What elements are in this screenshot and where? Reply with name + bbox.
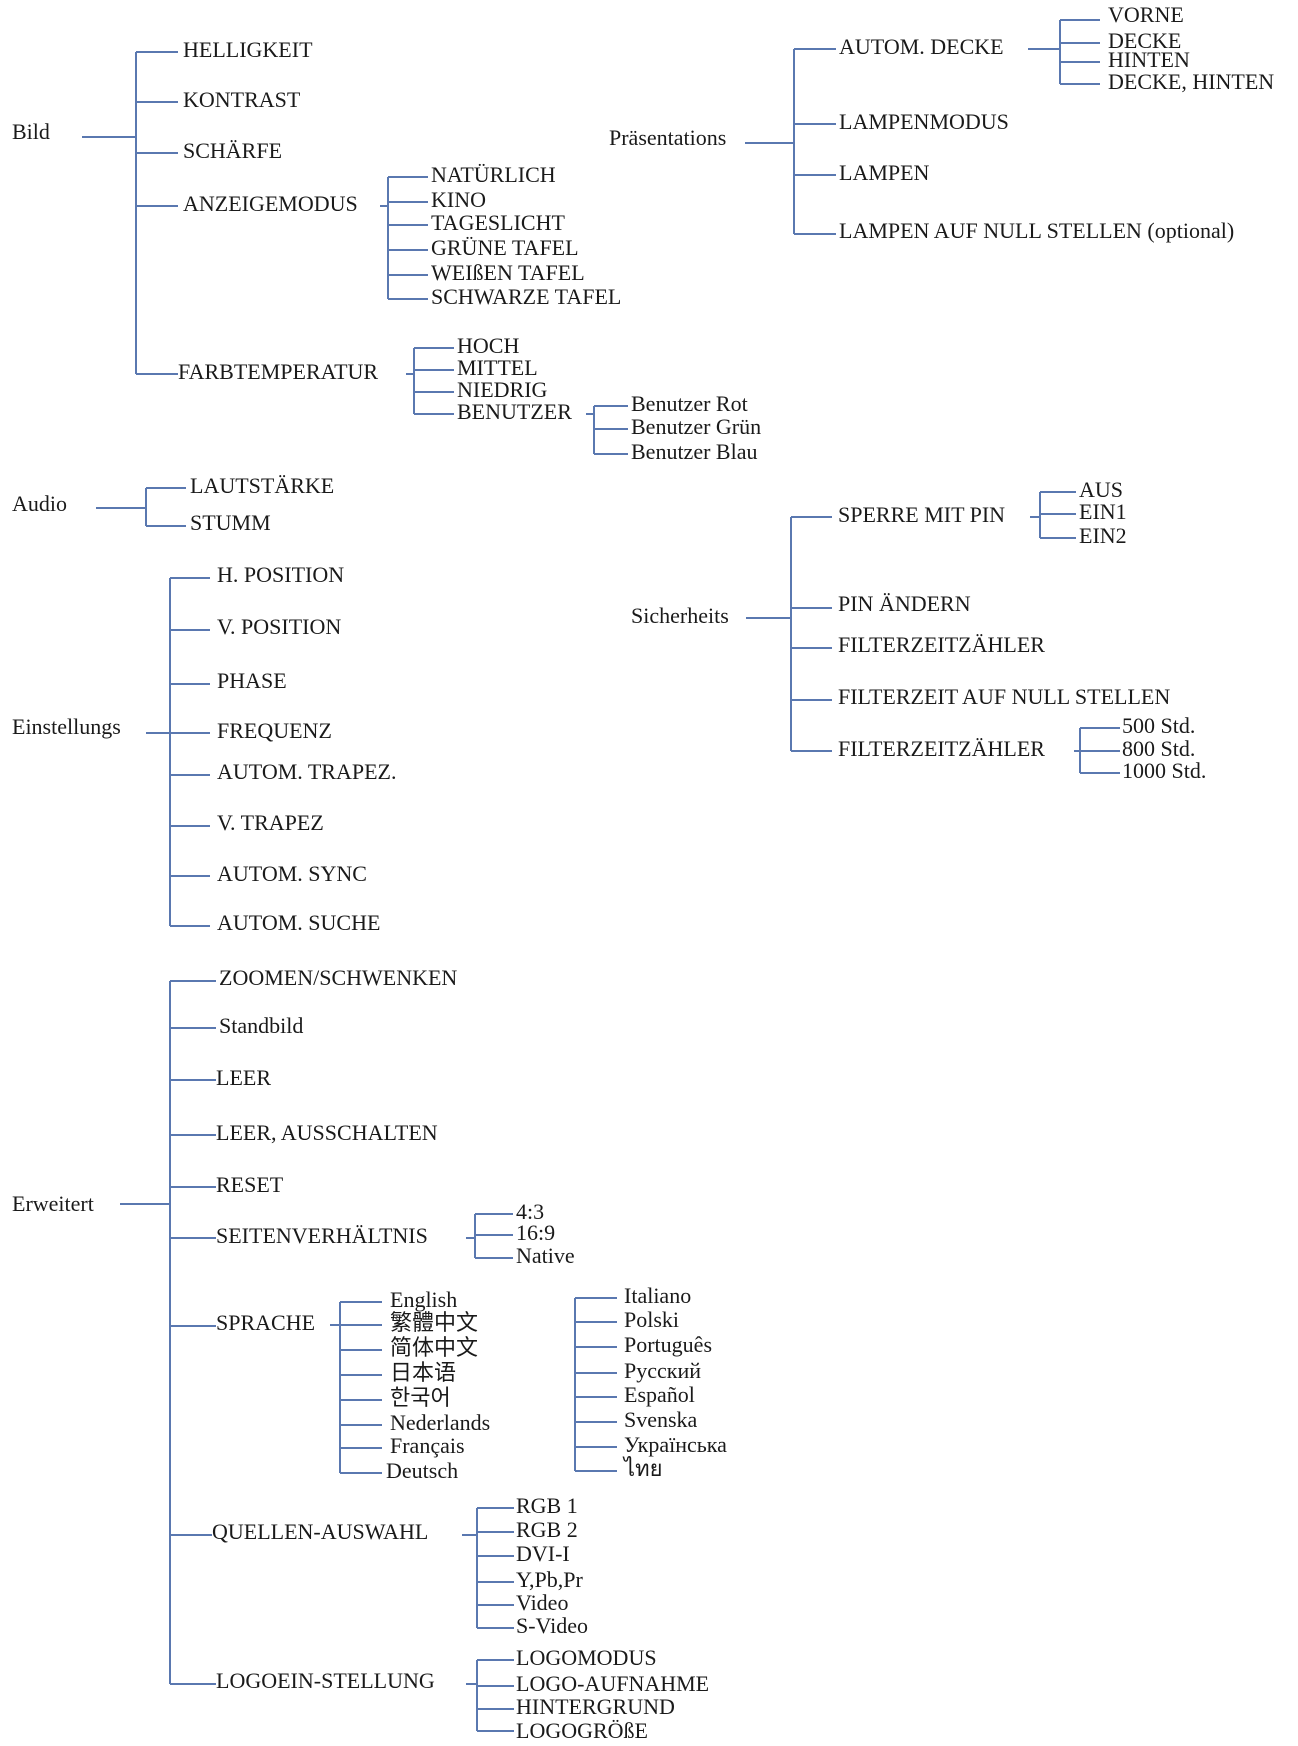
bild-helligkeit: HELLIGKEIT (183, 37, 313, 62)
anzeigemodus-option: TAGESLICHT (431, 210, 565, 235)
quellen-option: RGB 2 (516, 1517, 578, 1542)
sprache-option: Svenska (624, 1407, 698, 1432)
decke-option: DECKE, HINTEN (1108, 69, 1274, 94)
erweitert-standbild: Standbild (219, 1013, 303, 1038)
anzeigemodus-option: NATÜRLICH (431, 162, 556, 187)
praesentation-lampen: LAMPEN (839, 160, 930, 185)
sprache-option: Русский (624, 1358, 701, 1383)
sprache-option: Deutsch (386, 1458, 458, 1483)
erweitert-leer-aus: LEER, AUSSCHALTEN (216, 1120, 438, 1145)
bild-branch: Bild HELLIGKEIT KONTRAST SCHÄRFE ANZEIGE… (12, 37, 761, 464)
decke-option: HINTEN (1108, 47, 1190, 72)
sprache-option: 简体中文 (390, 1335, 478, 1360)
farbtemperatur-option: BENUTZER (457, 399, 572, 424)
sprache-option: 繁體中文 (390, 1310, 478, 1335)
anzeigemodus-option: SCHWARZE TAFEL (431, 284, 621, 309)
bild-kontrast: KONTRAST (183, 87, 301, 112)
logo-option: LOGO-AUFNAHME (516, 1671, 709, 1696)
einstellung-item: PHASE (217, 668, 287, 693)
logo-option: LOGOMODUS (516, 1645, 657, 1670)
seiten-option: 4:3 (516, 1199, 544, 1224)
sicherheit-sperre: SPERRE MIT PIN (838, 502, 1005, 527)
sprache-option: Polski (624, 1307, 679, 1332)
sicherheit-pin-aendern: PIN ÄNDERN (838, 591, 971, 616)
farbtemperatur-option: HOCH (457, 333, 519, 358)
filter-option: 500 Std. (1122, 713, 1195, 738)
farbtemperatur-option: NIEDRIG (457, 377, 548, 402)
sprache-option: Português (624, 1332, 712, 1357)
bild-farbtemperatur: FARBTEMPERATUR (178, 359, 378, 384)
sprache-option: Français (390, 1433, 465, 1458)
erweitert-quellen: QUELLEN-AUSWAHL (212, 1519, 428, 1544)
audio-branch: Audio LAUTSTÄRKE STUMM (12, 473, 334, 535)
praesentation-branch: Präsentations AUTOM. DECKE LAMPENMODUS L… (609, 2, 1274, 243)
audio-item: LAUTSTÄRKE (190, 473, 334, 498)
logo-option: LOGOGRÖßE (516, 1718, 648, 1743)
bild-anzeigemodus: ANZEIGEMODUS (183, 191, 358, 216)
sprache-option: Italiano (624, 1283, 691, 1308)
farbtemperatur-option: MITTEL (457, 355, 538, 380)
sicherheit-filterzeitzaehler-2: FILTERZEITZÄHLER (838, 736, 1045, 761)
sicherheit-filterzeitzaehler: FILTERZEITZÄHLER (838, 632, 1045, 657)
quellen-option: Y,Pb,Pr (516, 1567, 584, 1592)
bild-schaerfe: SCHÄRFE (183, 138, 282, 163)
einstellung-branch: Einstellungs H. POSITION V. POSITION PHA… (12, 562, 396, 935)
sicherheit-filterzeit-reset: FILTERZEIT AUF NULL STELLEN (838, 684, 1170, 709)
quellen-option: RGB 1 (516, 1493, 578, 1518)
erweitert-leer: LEER (216, 1065, 271, 1090)
sprache-option: Nederlands (390, 1410, 490, 1435)
einstellung-item: V. TRAPEZ (217, 810, 324, 835)
einstellung-item: AUTOM. SYNC (217, 861, 367, 886)
praesentation-lampen-reset: LAMPEN AUF NULL STELLEN (optional) (839, 218, 1234, 243)
praesentation-autom-decke: AUTOM. DECKE (839, 34, 1004, 59)
sprache-option: ไทย (622, 1456, 662, 1481)
praesentation-lampenmodus: LAMPENMODUS (839, 109, 1009, 134)
quellen-option: S-Video (516, 1613, 588, 1638)
erweitert-branch: Erweitert ZOOMEN/SCHWENKEN Standbild LEE… (12, 965, 727, 1743)
erweitert-reset: RESET (216, 1172, 284, 1197)
erweitert-label: Erweitert (12, 1191, 94, 1216)
quellen-option: DVI-I (516, 1541, 570, 1566)
bild-label: Bild (12, 119, 50, 144)
sprache-option: English (390, 1287, 457, 1312)
einstellung-item: V. POSITION (217, 614, 341, 639)
benutzer-option: Benutzer Rot (631, 391, 748, 416)
einstellung-item: FREQUENZ (217, 718, 332, 743)
sprache-option: 한국어 (390, 1385, 451, 1410)
benutzer-option: Benutzer Grün (631, 414, 761, 439)
seiten-option: Native (516, 1243, 575, 1268)
sperre-option: AUS (1079, 477, 1123, 502)
anzeigemodus-option: GRÜNE TAFEL (431, 235, 579, 260)
quellen-option: Video (516, 1590, 568, 1615)
sicherheit-branch: Sicherheits SPERRE MIT PIN PIN ÄNDERN FI… (631, 477, 1206, 783)
filter-option: 1000 Std. (1122, 758, 1206, 783)
sprache-option: Español (624, 1382, 695, 1407)
audio-label: Audio (12, 491, 67, 516)
einstellung-item: H. POSITION (217, 562, 344, 587)
filter-option: 800 Std. (1122, 736, 1195, 761)
einstellung-label: Einstellungs (12, 714, 121, 739)
erweitert-seitenverhaeltnis: SEITENVERHÄLTNIS (216, 1223, 428, 1248)
erweitert-zoomen: ZOOMEN/SCHWENKEN (219, 965, 457, 990)
decke-option: VORNE (1108, 2, 1184, 27)
anzeigemodus-option: WEIßEN TAFEL (431, 260, 585, 285)
logo-option: HINTERGRUND (516, 1694, 675, 1719)
anzeigemodus-option: KINO (431, 187, 486, 212)
erweitert-logo: LOGOEIN-STELLUNG (216, 1668, 435, 1693)
sperre-option: EIN1 (1079, 499, 1127, 524)
einstellung-item: AUTOM. TRAPEZ. (217, 759, 396, 784)
sicherheit-label: Sicherheits (631, 603, 729, 628)
einstellung-item: AUTOM. SUCHE (217, 910, 380, 935)
erweitert-sprache: SPRACHE (216, 1310, 315, 1335)
seiten-option: 16:9 (516, 1220, 555, 1245)
sprache-option: 日本语 (390, 1360, 456, 1385)
praesentation-label: Präsentations (609, 125, 726, 150)
decke-option: DECKE (1108, 28, 1181, 53)
sperre-option: EIN2 (1079, 523, 1127, 548)
sprache-option: Українська (624, 1432, 727, 1457)
benutzer-option: Benutzer Blau (631, 439, 757, 464)
audio-item: STUMM (190, 510, 271, 535)
